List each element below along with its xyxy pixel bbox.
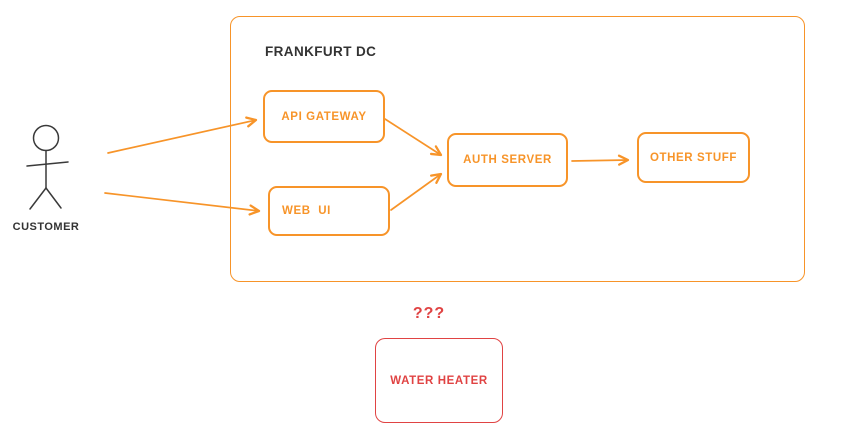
node-water-heater: WATER HEATER	[375, 338, 503, 423]
customer-figure	[26, 124, 69, 210]
arrow-web-ui-to-auth-server	[390, 172, 443, 211]
frankfurt-dc-container	[230, 16, 805, 282]
node-auth-server: AUTH SERVER	[447, 133, 568, 187]
arrow-auth-server-to-other-stuff	[571, 154, 630, 166]
arrow-customer-to-api-gateway	[107, 116, 258, 154]
api-gateway-label: API GATEWAY	[281, 110, 367, 123]
arrow-customer-to-web-ui	[104, 192, 261, 216]
other-stuff-label: OTHER STUFF	[649, 151, 738, 164]
customer-label: CUSTOMER	[12, 221, 80, 233]
node-other-stuff: OTHER STUFF	[637, 132, 750, 183]
water-heater-label: WATER HEATER	[390, 374, 488, 387]
customer-left-leg	[29, 187, 47, 210]
frankfurt-dc-label: FRANKFURT DC	[265, 44, 377, 59]
arrow-api-gateway-to-auth-server	[384, 118, 443, 157]
customer-right-leg	[45, 187, 62, 209]
water-heater-annotation: ???	[412, 305, 446, 322]
customer-arms	[26, 161, 69, 167]
auth-server-label: AUTH SERVER	[463, 154, 552, 166]
node-web-ui: WEB UI	[268, 186, 390, 236]
node-api-gateway: API GATEWAY	[263, 90, 385, 143]
customer-head	[32, 124, 60, 152]
web-ui-label: WEB UI	[282, 205, 331, 217]
